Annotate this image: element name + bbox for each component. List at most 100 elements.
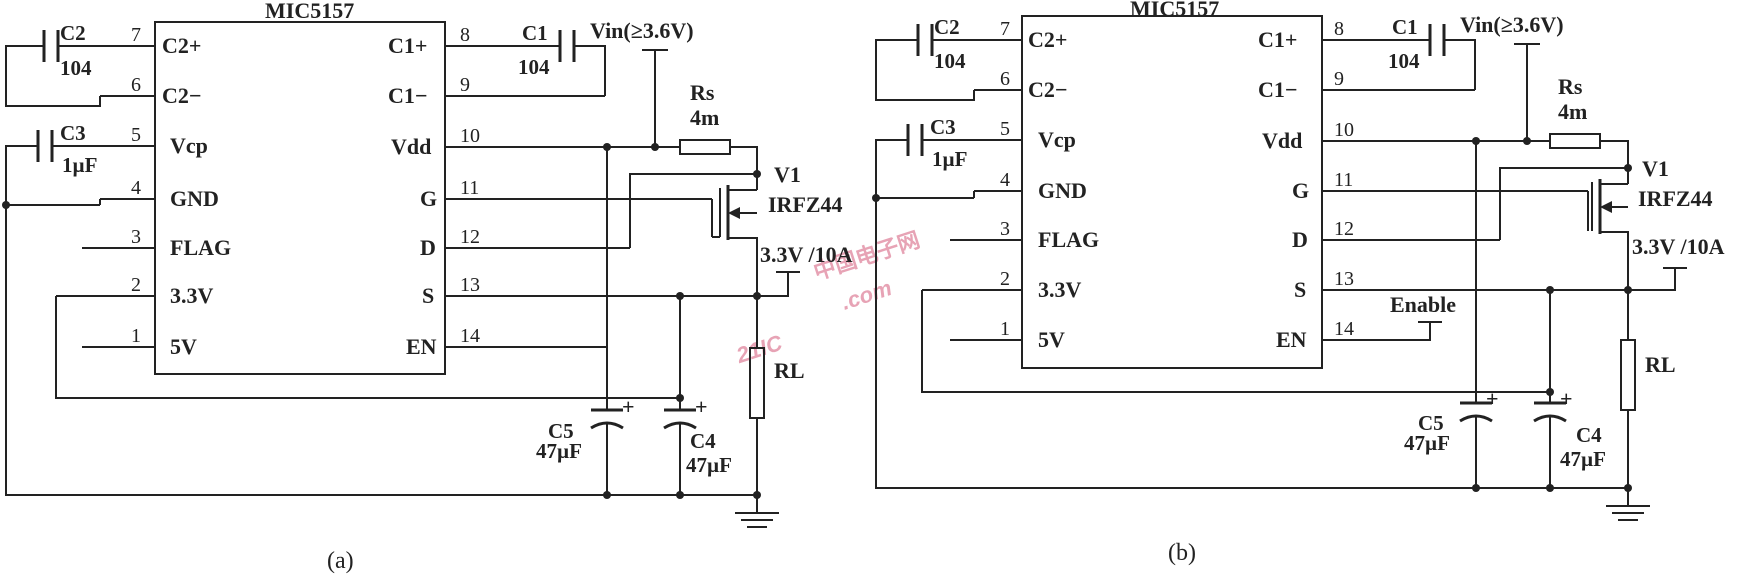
cap-name: C5	[548, 419, 574, 443]
rs-name: Rs	[690, 80, 715, 105]
pin-number: 8	[1334, 18, 1344, 40]
pin-label: Vdd	[391, 134, 431, 159]
pin-number: 14	[460, 325, 480, 347]
pin-number: 6	[131, 74, 141, 96]
svg-text:+: +	[1560, 386, 1573, 411]
cap-name: C3	[60, 121, 86, 145]
pin-label: 5V	[1038, 327, 1065, 352]
ground-symbol	[1606, 484, 1650, 521]
pin-label: FLAG	[1038, 227, 1099, 252]
rs-value: 4m	[690, 105, 719, 130]
pin-number: 14	[1334, 318, 1354, 340]
right-pin-8: 8 C1+	[1258, 18, 1372, 52]
pin-number: 13	[1334, 268, 1354, 290]
pin-label: C1−	[388, 83, 427, 108]
pin-label: D	[420, 235, 436, 260]
vin-label: Vin(≥3.6V)	[1460, 12, 1564, 37]
pin-label: C1+	[1258, 27, 1297, 52]
pin-label: EN	[1276, 327, 1307, 352]
right-pin-8: 8 C1+	[388, 24, 500, 58]
right-pin-12: 12 D	[420, 226, 630, 260]
cap-value: 47µF	[536, 439, 582, 463]
right-pin-13: 13 S	[1294, 268, 1632, 302]
pin-label: GND	[1038, 178, 1087, 203]
left-pin-5: 5 Vcp	[100, 124, 208, 158]
right-pin-9: 9 C1−	[1258, 68, 1475, 102]
resistor-rs: Rs 4m	[655, 80, 758, 174]
right-pin-9: 9 C1−	[388, 74, 605, 108]
capacitor-c5: + C5 47µF	[1404, 386, 1499, 492]
circuit-a: MIC5157 7 C2+ 6 C2− 5 Vcp 4 GND 3 FLAG	[2, 0, 853, 574]
capacitor-c1: C1 104	[1372, 15, 1476, 90]
cap-name: C3	[930, 115, 956, 139]
left-pin-6: 6 C2−	[100, 74, 201, 108]
pin-label: GND	[170, 186, 219, 211]
resistor-rs: Rs 4m	[1527, 74, 1629, 168]
left-pin-1: 1 5V	[82, 325, 197, 359]
right-pin-11: 11 G	[420, 177, 712, 211]
right-pin-11: 11 G	[1292, 169, 1588, 203]
left-pin-4: 4 GND	[100, 177, 219, 211]
circuit-b: MIC5157 7 C2+ 6 C2− 5 Vcp 4 GND 3 FLAG	[872, 0, 1725, 566]
pin-number: 4	[1000, 169, 1010, 191]
pin-number: 8	[460, 24, 470, 46]
pin-number: 1	[131, 325, 141, 347]
pin-label: Vcp	[170, 133, 208, 158]
mosfet-name: V1	[1642, 156, 1669, 181]
pin-label: 5V	[170, 334, 197, 359]
vin-label: Vin(≥3.6V)	[590, 18, 694, 43]
ic-name: MIC5157	[265, 0, 354, 23]
mosfet-part: IRFZ44	[768, 192, 843, 217]
left-pin-2: 2 3.3V	[922, 268, 1082, 302]
capacitor-c3: C3 1µF	[5, 121, 100, 205]
pin-number: 13	[460, 274, 480, 296]
cap-name: C5	[1418, 411, 1444, 435]
cap-name: C4	[1576, 423, 1602, 447]
capacitor-c3: C3 1µF	[875, 115, 974, 198]
pin-number: 9	[1334, 68, 1344, 90]
pin-number: 12	[1334, 218, 1354, 240]
resistor-rl: RL	[1620, 290, 1676, 488]
capacitor-c4: + C4 47µF	[663, 394, 732, 499]
left-pin-6: 6 C2−	[974, 68, 1067, 102]
figure-label: (a)	[327, 548, 354, 574]
mosfet-name: V1	[774, 162, 801, 187]
vout-terminal: 3.3V /10A	[757, 242, 853, 297]
cap-value: 1µF	[62, 153, 97, 177]
left-pin-7: 7 C2+	[974, 18, 1067, 52]
left-pin-7: 7 C2+	[100, 24, 201, 58]
pin-label: S	[422, 283, 434, 308]
watermark-domain: .com	[838, 275, 895, 315]
resistor-rl: RL	[749, 296, 805, 495]
pin-label: C2−	[162, 83, 201, 108]
pin-label: 3.3V	[1038, 277, 1082, 302]
svg-text:+: +	[622, 394, 635, 419]
vout-terminal: 3.3V /10A	[1628, 234, 1725, 291]
svg-text:+: +	[695, 394, 708, 419]
cap-value: 1µF	[932, 147, 967, 171]
pin-number: 10	[1334, 119, 1354, 141]
figure-label: (b)	[1168, 540, 1196, 566]
pin-label: S	[1294, 277, 1306, 302]
enable-label: Enable	[1390, 292, 1456, 317]
left-pin-1: 1 5V	[950, 318, 1065, 352]
mosfet-v1: V1 IRFZ44	[1587, 156, 1713, 290]
pin-label: EN	[406, 334, 437, 359]
pin-number: 10	[460, 125, 480, 147]
pin-number: 12	[460, 226, 480, 248]
right-pin-14: 14 EN	[406, 325, 607, 359]
rl-label: RL	[1645, 352, 1676, 377]
mosfet-v1: V1 IRFZ44	[711, 162, 843, 296]
left-pin-2: 2 3.3V	[56, 274, 214, 308]
pin-number: 9	[460, 74, 470, 96]
mosfet-part: IRFZ44	[1638, 186, 1713, 211]
pin-number: 11	[460, 177, 479, 199]
pin-label: FLAG	[170, 235, 231, 260]
pin-number: 2	[1000, 268, 1010, 290]
capacitor-c2: C2 104	[875, 15, 975, 101]
cap-value: 104	[1388, 49, 1420, 73]
cap-value: 47µF	[1404, 431, 1450, 455]
cap-name: C2	[934, 15, 960, 39]
pin-number: 5	[1000, 118, 1010, 140]
